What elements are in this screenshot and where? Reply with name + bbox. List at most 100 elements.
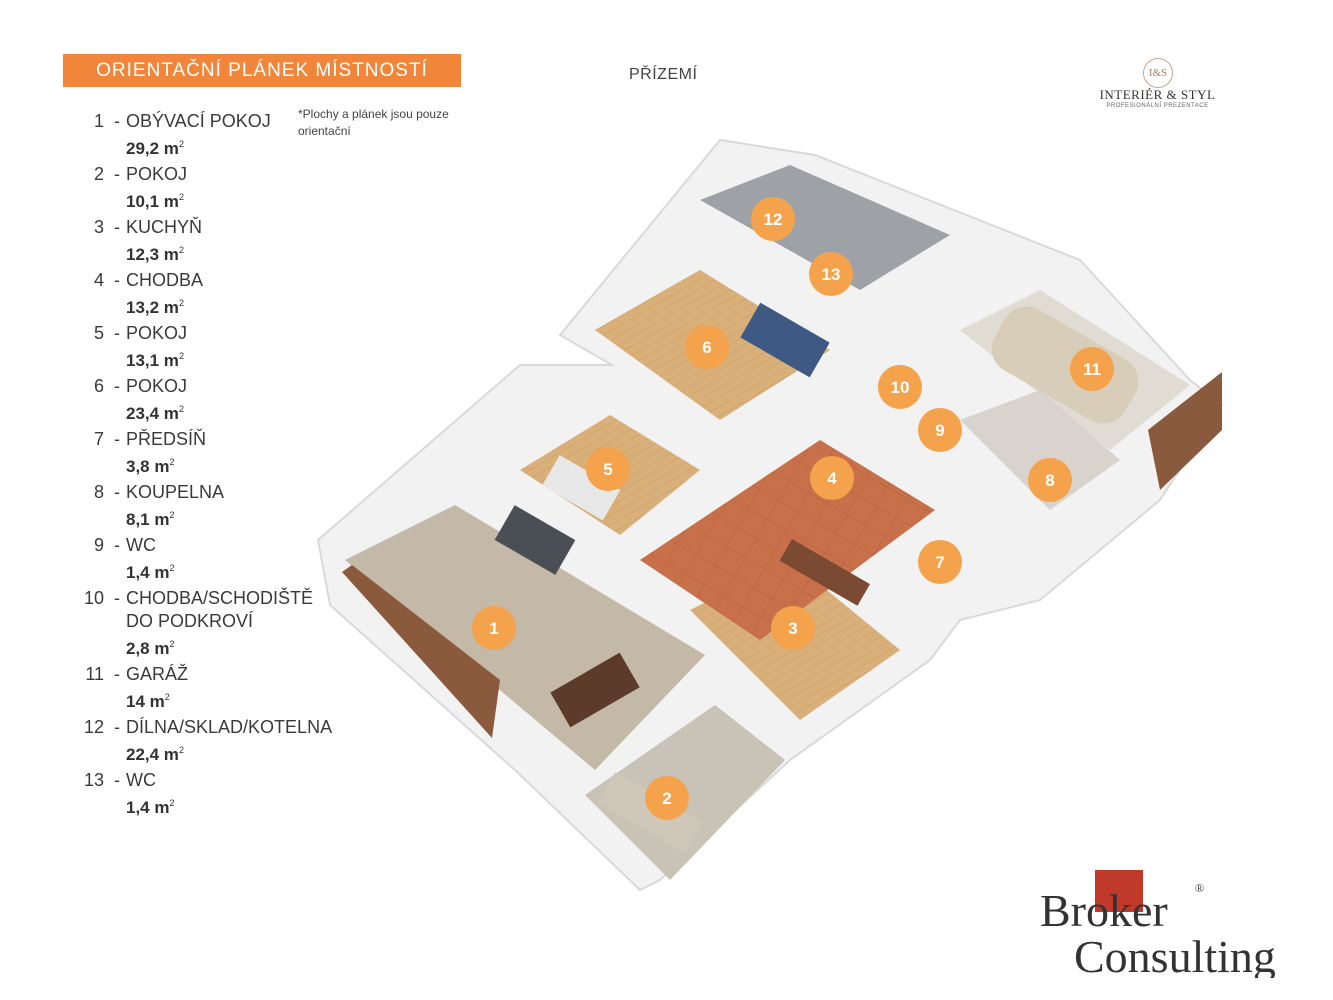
legend-number: 4 <box>93 270 104 290</box>
room-marker-label: 2 <box>662 789 671 808</box>
legend-area-value: 12,3 m <box>126 245 179 264</box>
dining-table <box>550 652 640 728</box>
legend-area-value: 1,4 m <box>126 563 170 582</box>
room-marker-circle <box>645 776 689 820</box>
floor-label: PŘÍZEMÍ <box>629 66 698 83</box>
legend-room-area: 1,4 m2 <box>76 792 376 819</box>
legend-line: 10-CHODBA/SCHODIŠTĚ DO PODKROVÍ <box>76 587 376 633</box>
legend-number: 3 <box>93 217 104 237</box>
room-marker-label: 4 <box>827 469 837 488</box>
legend-dash: - <box>114 429 120 449</box>
kitchen-counter <box>779 539 870 606</box>
room-marker-5: 5 <box>586 447 630 491</box>
room-marker-label: 9 <box>935 421 944 440</box>
legend-line: 12-DÍLNA/SKLAD/KOTELNA <box>76 716 376 739</box>
legend-line: 6-POKOJ <box>76 375 376 398</box>
room-marker-2: 2 <box>645 776 689 820</box>
legend-area-value: 2,8 m <box>126 639 170 658</box>
car <box>991 306 1139 424</box>
room-marker-6: 6 <box>685 325 729 369</box>
legend-line: 13-WC <box>76 769 376 792</box>
room-marker-circle <box>586 447 630 491</box>
room-marker-circle <box>810 456 854 500</box>
legend-room-area: 10,1 m2 <box>76 186 376 213</box>
legend-line: 7-PŘEDSÍŇ <box>76 428 376 451</box>
consulting-word: Consulting <box>1074 931 1276 978</box>
legend-room-area: 29,2 m2 <box>76 133 376 160</box>
legend-number: 11 <box>85 664 104 684</box>
room-marker-circle <box>878 365 922 409</box>
legend-area-unit: 2 <box>169 563 175 573</box>
legend-dash: - <box>114 770 120 790</box>
room-marker-label: 6 <box>702 338 711 357</box>
room-4-floor <box>640 440 935 640</box>
garage-door <box>1148 372 1222 490</box>
room-marker-label: 7 <box>935 553 944 572</box>
legend-line: 4-CHODBA <box>76 269 376 292</box>
room-marker-circle <box>918 540 962 584</box>
legend-dash: - <box>114 664 120 684</box>
room-marker-label: 1 <box>489 619 498 638</box>
room-1-floor <box>345 505 705 770</box>
legend-dash: - <box>114 164 120 184</box>
room-marker-label: 10 <box>891 378 910 397</box>
room-marker-9: 9 <box>918 408 962 452</box>
legend-room-area: 2,8 m2 <box>76 633 376 660</box>
room-marker-11: 11 <box>1070 347 1114 391</box>
legend-dash: - <box>114 270 120 290</box>
legend-area-value: 29,2 m <box>126 139 179 158</box>
legend-dash: - <box>114 535 120 555</box>
legend-area-value: 8,1 m <box>126 510 170 529</box>
legend-dash: - <box>114 323 120 343</box>
room-marker-label: 12 <box>764 210 783 229</box>
room-marker-label: 11 <box>1083 360 1101 379</box>
legend-area-value: 3,8 m <box>126 457 170 476</box>
room-marker-circle <box>472 606 516 650</box>
room-12-floor <box>700 165 950 290</box>
legend-number: 5 <box>93 323 104 343</box>
room-marker-12: 12 <box>751 197 795 241</box>
interier-subtitle: PROFESIONÁLNÍ PREZENTACE <box>1106 103 1209 109</box>
legend-area-value: 23,4 m <box>126 404 179 423</box>
legend-area-value: 13,1 m <box>126 351 179 370</box>
room-marker-label: 13 <box>822 265 841 284</box>
legend-room-area: 1,4 m2 <box>76 557 376 584</box>
room-marker-circle <box>918 408 962 452</box>
room-marker-circle <box>685 325 729 369</box>
room-marker-circle <box>771 606 815 650</box>
sofa <box>494 505 576 575</box>
legend-room-name: POKOJ <box>126 376 188 396</box>
legend-room-name: WC <box>126 770 156 790</box>
room-marker-4: 4 <box>810 456 854 500</box>
room-marker-circle <box>1028 458 1072 502</box>
legend-room-area: 8,1 m2 <box>76 504 376 531</box>
legend-dash: - <box>114 588 120 608</box>
legend-number: 8 <box>93 482 104 502</box>
legend-line: 2-POKOJ <box>76 163 376 186</box>
legend-room-name: PŘEDSÍŇ <box>126 429 207 449</box>
legend-area-unit: 2 <box>169 798 175 808</box>
legend-number: 2 <box>93 164 104 184</box>
legend-room-name: KOUPELNA <box>126 482 225 502</box>
legend-room-name: CHODBA/SCHODIŠTĚ DO PODKROVÍ <box>126 588 314 631</box>
legend-area-unit: 2 <box>178 192 184 202</box>
legend-line: 8-KOUPELNA <box>76 481 376 504</box>
plan-title: ORIENTAČNÍ PLÁNEK MÍSTNOSTÍ <box>63 54 461 87</box>
legend-area-unit: 2 <box>178 404 184 414</box>
legend-area-unit: 2 <box>178 298 184 308</box>
legend-number: 9 <box>93 535 104 555</box>
area-note: *Plochy a plánek jsou pouze orientační <box>298 107 449 138</box>
legend-area-unit: 2 <box>169 510 175 520</box>
room-1-wall-panel <box>342 565 500 738</box>
legend-room-name: POKOJ <box>126 323 188 343</box>
room-marker-circle <box>1070 347 1114 391</box>
